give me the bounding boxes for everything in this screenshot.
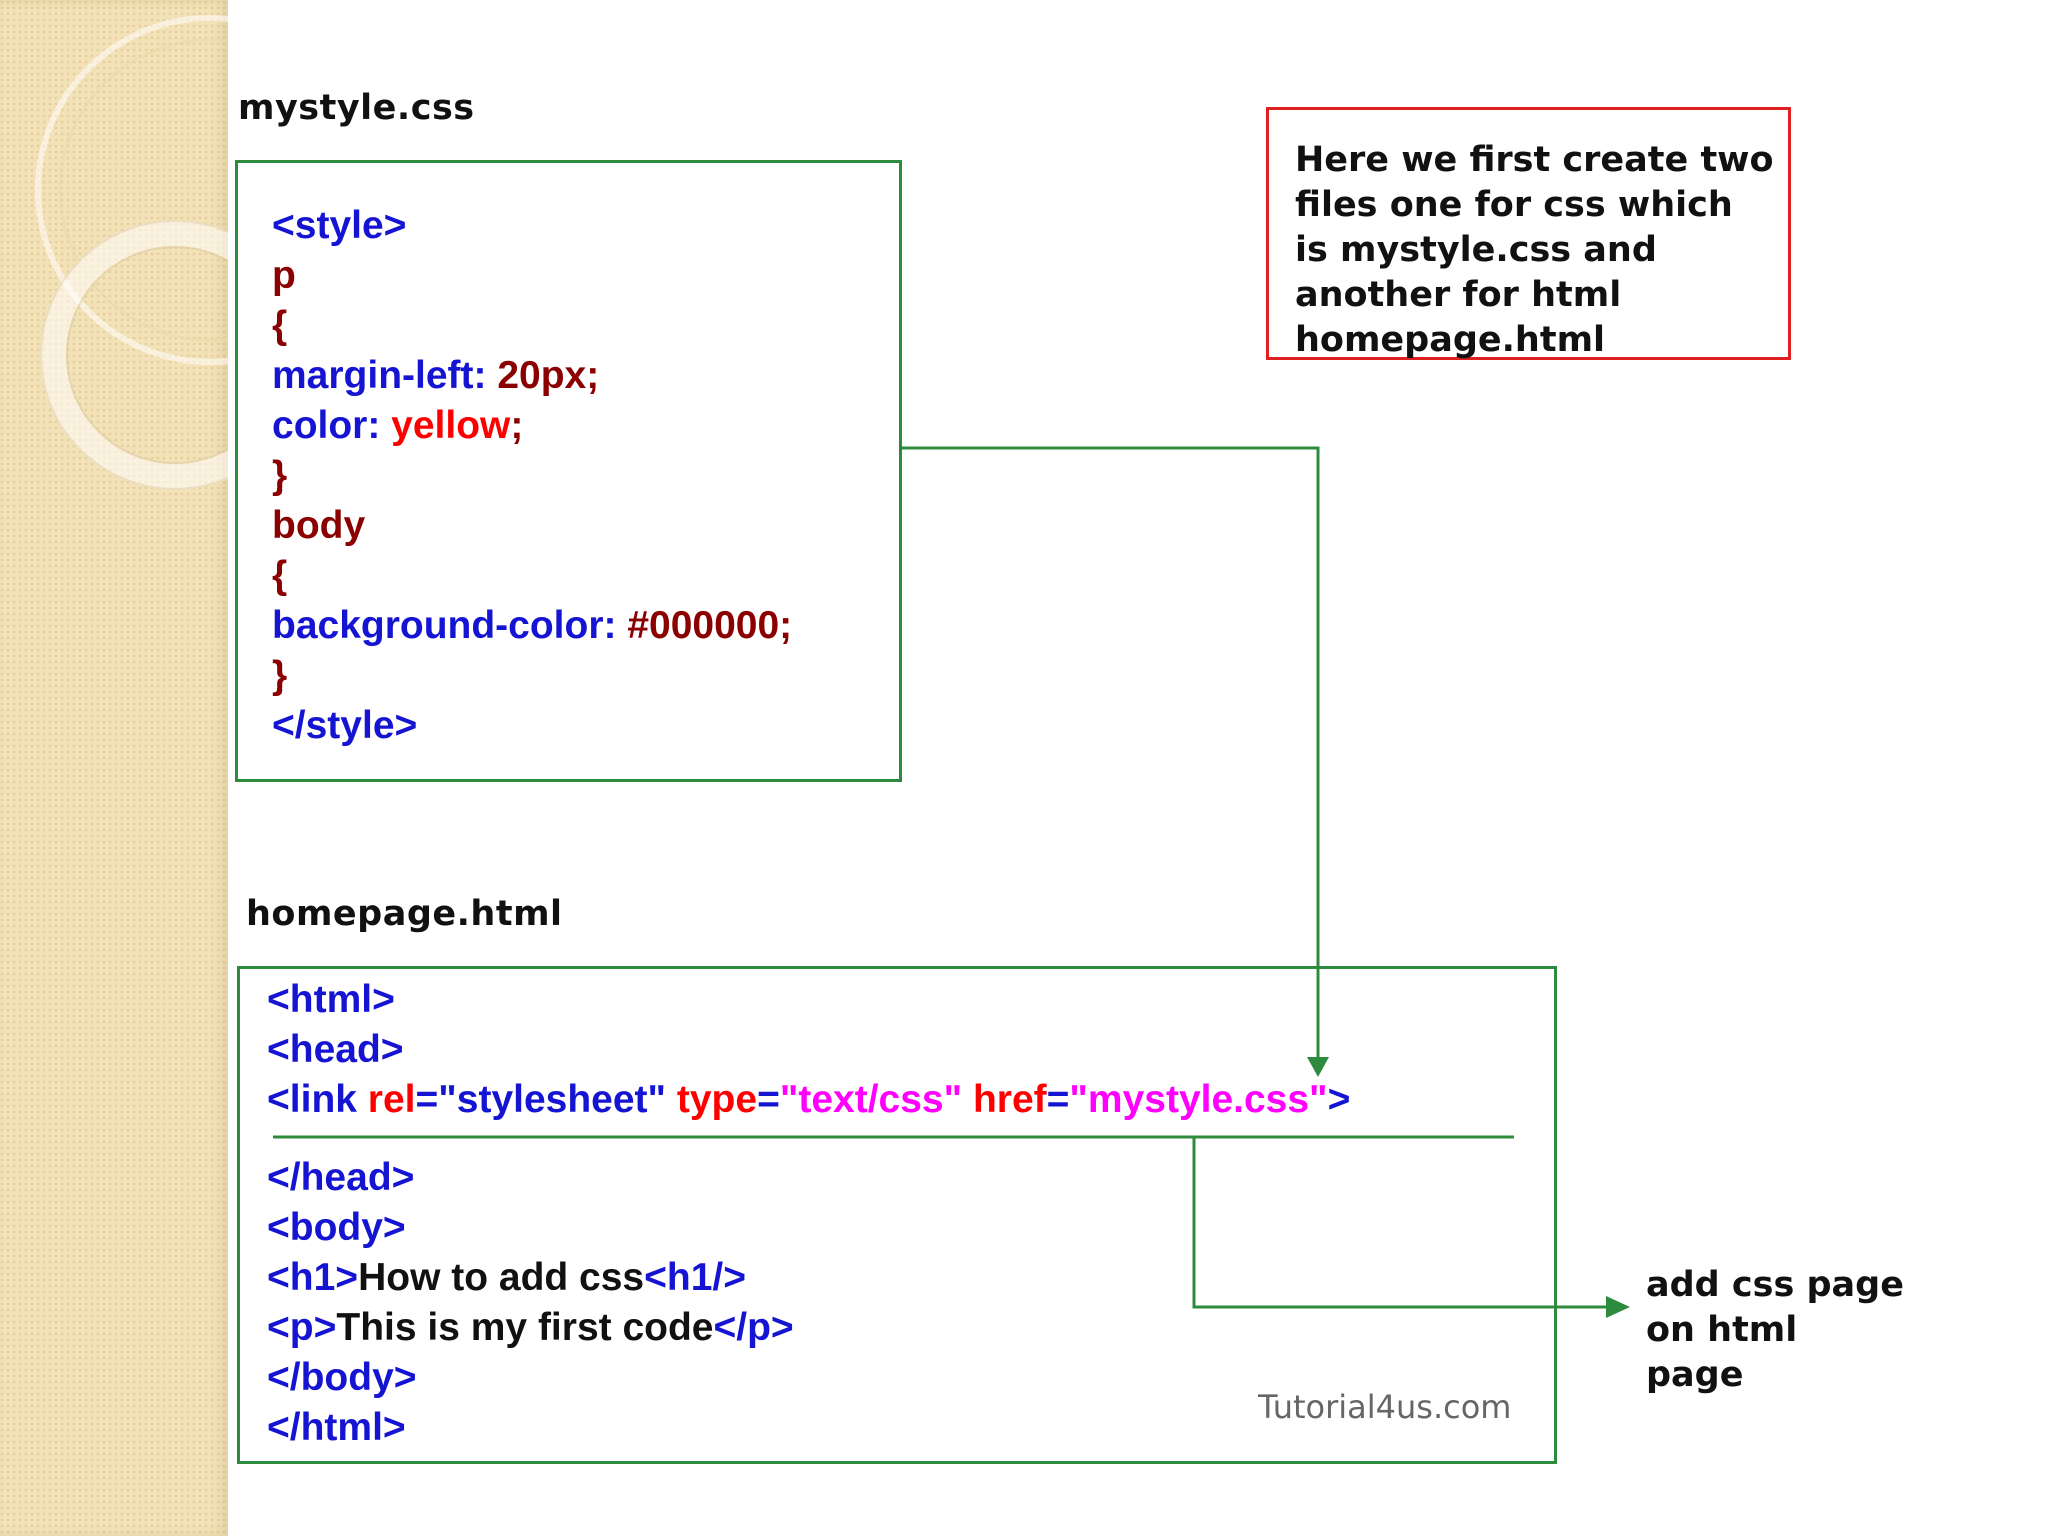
link-to-note-connector [1194,1137,1610,1307]
css-to-link-connector [902,448,1318,1062]
css-to-link-arrowhead [1307,1057,1329,1077]
link-to-note-arrowhead [1606,1296,1630,1318]
